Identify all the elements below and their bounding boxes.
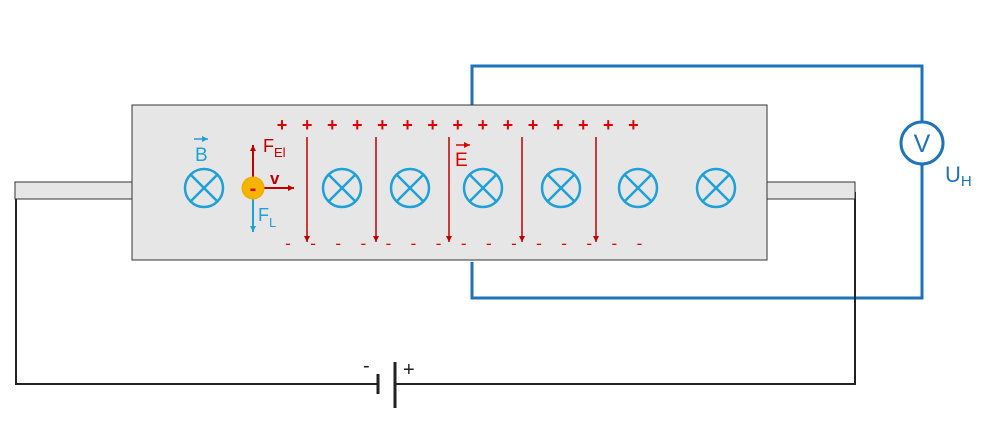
plus-charge: + [528,115,539,135]
plus-charge: + [377,115,388,135]
plus-charge: + [327,115,338,135]
supply-wire-right [396,192,856,385]
minus-charge: - [637,234,643,253]
supply-wire-left [15,192,377,385]
minus-charge: - [586,234,592,253]
minus-charge: - [461,234,467,253]
electric-force-symbol: F [263,136,274,156]
minus-charge: - [285,234,291,253]
plus-charge: + [578,115,589,135]
b-field-into-page-icon [462,167,504,209]
battery-minus-label: - [363,355,370,377]
voltmeter-wire-bottom [470,164,924,300]
electron-icon [241,176,265,200]
minus-charge: - [561,234,567,253]
b-field-into-page-icon [389,167,431,209]
lorentz-force-subscript: L [269,215,276,230]
electric-field-arrows [304,137,599,242]
plus-charge: + [352,115,363,135]
positive-charges: + + + + + + + + + + + + + + + [277,115,639,135]
lorentz-force-label: FL [258,205,276,230]
minus-charge: - [411,234,417,253]
plus-charge: + [503,115,514,135]
plus-charge: + [628,115,639,135]
minus-charge: - [536,234,542,253]
voltmeter-label: V [914,130,931,158]
minus-charge: - [486,234,492,253]
battery-plus-label: + [403,359,415,381]
plus-charge: + [277,115,288,135]
lead-left [14,181,134,200]
b-field-into-page-icon [183,167,225,209]
hall-voltage-subscript: H [961,173,972,190]
minus-charge: - [511,234,517,253]
velocity-label: v [270,169,280,188]
plus-charge: + [553,115,564,135]
e-field-text: E [455,150,468,171]
minus-charge: - [386,234,392,253]
minus-charge: - [310,234,316,253]
b-field-into-page-icon [540,167,582,209]
electron-sign: - [250,178,257,200]
lorentz-force-symbol: F [258,205,269,225]
voltmeter-wire-top [470,64,924,122]
minus-charge: - [611,234,617,253]
hall-voltage-label: UH [945,162,972,190]
b-field-into-page-icon [617,167,659,209]
plus-charge: + [302,115,313,135]
hall-voltage-circuit: V UH [470,64,972,300]
plus-charge: + [478,115,489,135]
minus-charge: - [335,234,341,253]
b-field-text: B [195,145,208,166]
plus-charge: + [603,115,614,135]
e-field-label: E [455,142,470,171]
plus-charge: + [427,115,438,135]
plus-charge: + [452,115,463,135]
b-field-into-page-icon [321,167,363,209]
lead-right [766,181,856,200]
minus-charge: - [360,234,366,253]
minus-charge: - [436,234,442,253]
negative-charges: --------------- [285,234,642,253]
plus-charge: + [402,115,413,135]
electric-force-subscript: El [274,145,286,160]
magnetic-field-symbols [183,167,737,209]
b-field-into-page-icon [695,167,737,209]
electron-forces: - FEl FL v [241,136,294,232]
electric-force-label: FEl [263,136,286,160]
hall-voltage-symbol: U [945,162,961,187]
voltmeter-symbol [899,120,945,166]
b-field-label: B [194,136,208,166]
supply-circuit: - + [15,192,856,408]
